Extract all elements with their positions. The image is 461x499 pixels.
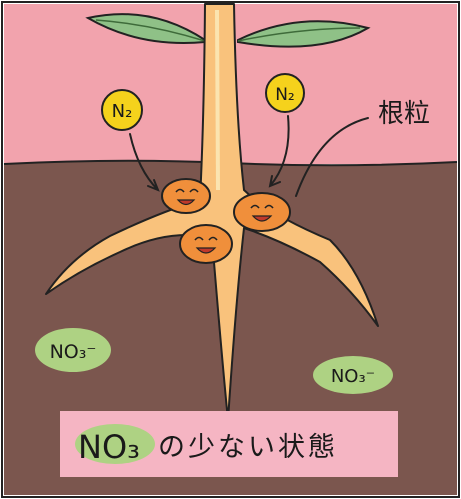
caption-box: NO₃ の少ない状態	[60, 411, 398, 477]
root-nodule-right	[234, 193, 290, 231]
caption-rest: の少ない状態	[158, 432, 338, 463]
nitrate-label-right: NO₃⁻	[331, 366, 375, 387]
root-nodule-left	[162, 179, 210, 213]
nitrate-badge-right: NO₃⁻	[313, 356, 393, 394]
nitrate-label-left: NO₃⁻	[50, 341, 97, 363]
n2-molecule-left: N₂	[102, 90, 142, 130]
n2-label-right: N₂	[275, 85, 295, 105]
root-nodule-center	[180, 225, 232, 263]
caption-main: NO₃	[78, 428, 140, 466]
nitrate-badge-left: NO₃⁻	[35, 328, 111, 372]
n2-molecule-right: N₂	[266, 74, 304, 112]
nodule-label: 根粒	[378, 99, 430, 129]
n2-label-left: N₂	[112, 101, 133, 122]
